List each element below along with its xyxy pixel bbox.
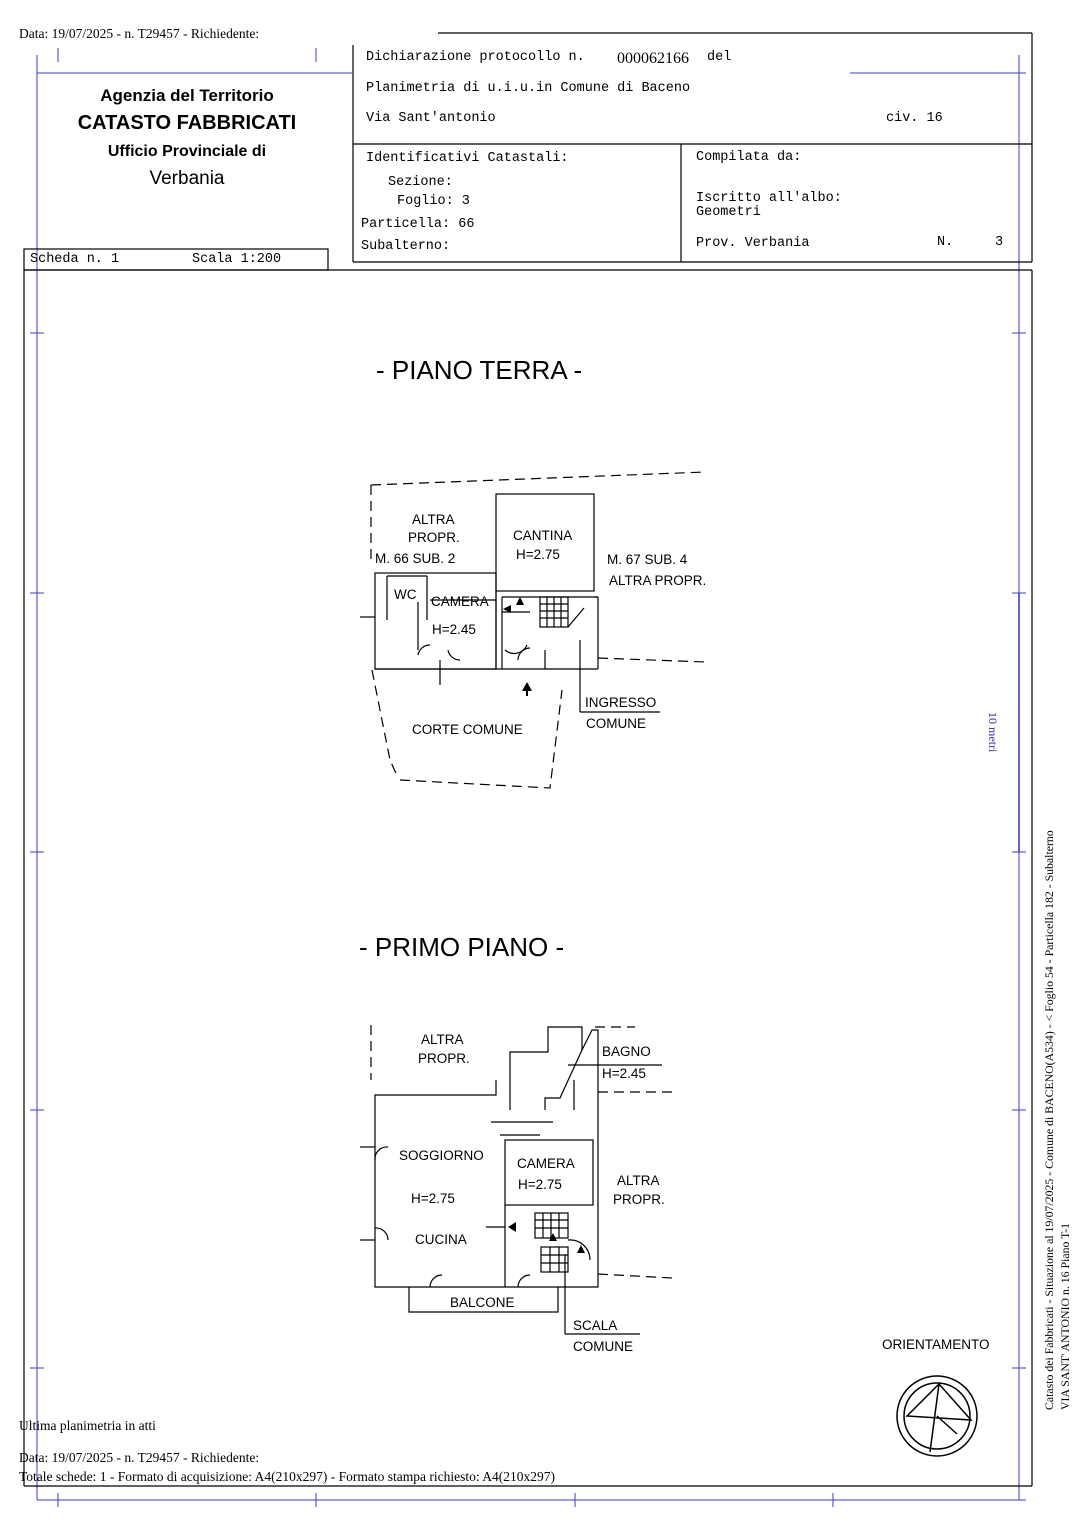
header-boxes bbox=[23, 32, 1033, 1487]
footer-data: Data: 19/07/2025 - n. T29457 - Richieden… bbox=[19, 1450, 260, 1465]
side-text-line2: VIA SANT' ANTONIO n. 16 Piano T-1 bbox=[1058, 1222, 1072, 1410]
gf-propr: PROPR. bbox=[408, 530, 460, 545]
footer-ultima: Ultima planimetria in atti bbox=[19, 1418, 156, 1433]
gf-camera-h: H=2.45 bbox=[432, 622, 476, 637]
declaration-label: Dichiarazione protocollo n. bbox=[366, 50, 585, 65]
subalterno-label: Subalterno: bbox=[361, 239, 451, 254]
address-civ: civ. 16 bbox=[886, 111, 943, 126]
identificativi-title: Identificativi Catastali: bbox=[366, 151, 569, 166]
gf-comune: COMUNE bbox=[586, 716, 646, 731]
ff-camera: CAMERA bbox=[517, 1156, 575, 1171]
ff-propr2: PROPR. bbox=[613, 1192, 665, 1207]
scala-label: Scala 1:200 bbox=[192, 252, 282, 267]
gf-cantina-h: H=2.75 bbox=[516, 547, 560, 562]
gf-m67: M. 67 SUB. 4 bbox=[607, 552, 688, 567]
ff-propr: PROPR. bbox=[418, 1051, 470, 1066]
n-value: 3 bbox=[995, 235, 1004, 250]
iscritto-label: Iscritto all'albo: bbox=[696, 191, 842, 206]
ff-altra: ALTRA bbox=[421, 1032, 464, 1047]
ground-floor-plan bbox=[360, 471, 706, 789]
gf-m66: M. 66 SUB. 2 bbox=[375, 551, 456, 566]
ff-bagno-h: H=2.45 bbox=[602, 1066, 646, 1081]
gf-camera: CAMERA bbox=[431, 594, 489, 609]
ff-comune: COMUNE bbox=[573, 1339, 633, 1354]
ufficio-city: Verbania bbox=[149, 168, 225, 189]
ff-soggiorno-h: H=2.75 bbox=[411, 1191, 455, 1206]
planimetria-line: Planimetria di u.i.u.in Comune di Baceno bbox=[366, 81, 691, 96]
gf-wc: WC bbox=[394, 587, 417, 602]
compass-icon bbox=[896, 1375, 978, 1457]
first-floor-title: - PRIMO PIANO - bbox=[359, 932, 565, 962]
ff-balcone: BALCONE bbox=[450, 1295, 515, 1310]
ff-altra2: ALTRA bbox=[617, 1173, 660, 1188]
scale-bar-label: 10 metri bbox=[986, 712, 1000, 753]
side-text-line1: Catasto dei Fabbricati - Situazione al 1… bbox=[1042, 830, 1056, 1410]
catasto-title: CATASTO FABBRICATI bbox=[77, 112, 297, 134]
gf-corte: CORTE COMUNE bbox=[412, 722, 523, 737]
gf-ingresso: INGRESSO bbox=[585, 695, 657, 710]
top-meta: Data: 19/07/2025 - n. T29457 - Richieden… bbox=[19, 26, 260, 41]
ff-scala: SCALA bbox=[573, 1318, 618, 1333]
gf-altra: ALTRA bbox=[412, 512, 455, 527]
gf-altra-propr: ALTRA PROPR. bbox=[609, 573, 707, 588]
ff-camera-h: H=2.75 bbox=[518, 1177, 562, 1192]
footer-totale: Totale schede: 1 - Formato di acquisizio… bbox=[19, 1469, 555, 1484]
n-label: N. bbox=[937, 235, 954, 250]
compilata-title: Compilata da: bbox=[696, 150, 802, 165]
prov-label: Prov. Verbania bbox=[696, 236, 810, 251]
gf-cantina: CANTINA bbox=[513, 528, 573, 543]
ff-bagno: BAGNO bbox=[602, 1044, 651, 1059]
blue-guide-frame bbox=[30, 48, 1026, 1507]
foglio-label: Foglio: 3 bbox=[397, 194, 470, 209]
ff-cucina: CUCINA bbox=[415, 1232, 467, 1247]
orientamento-label: ORIENTAMENTO bbox=[882, 1337, 990, 1352]
address-street: Via Sant'antonio bbox=[366, 111, 496, 126]
sezione-label: Sezione: bbox=[388, 175, 453, 190]
ufficio-label: Ufficio Provinciale di bbox=[107, 143, 267, 160]
ff-soggiorno: SOGGIORNO bbox=[399, 1148, 484, 1163]
ground-floor-title: - PIANO TERRA - bbox=[376, 355, 583, 385]
first-floor-plan bbox=[360, 1025, 673, 1335]
particella-label: Particella: 66 bbox=[361, 217, 475, 232]
albo-value: Geometri bbox=[696, 205, 761, 220]
agency-name: Agenzia del Territorio bbox=[100, 86, 274, 105]
declaration-number: 000062166 bbox=[617, 50, 689, 67]
scheda-label: Scheda n. 1 bbox=[30, 252, 120, 267]
declaration-del: del bbox=[707, 50, 732, 65]
